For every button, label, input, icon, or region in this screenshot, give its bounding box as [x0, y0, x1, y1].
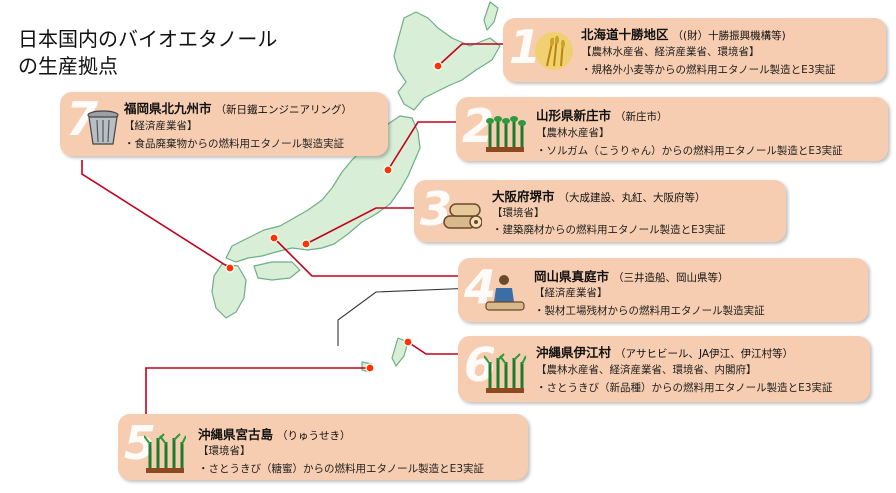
site-dot-1	[433, 61, 443, 71]
kyushu-shape	[211, 263, 247, 319]
site-place: 沖縄県宮古島	[198, 427, 274, 442]
leader-line-7	[81, 160, 231, 269]
site-panel-1: 1 北海道十勝地区（(財）十勝振興機構等) 【農林水産省、経済産業省、環境省】 …	[503, 18, 886, 82]
site-description: ・さとうきび（糖蜜）からの燃料用エタノール製造とE3実証	[198, 463, 484, 475]
site-ministry: 【経済産業省】	[534, 287, 608, 299]
wheat-icon	[535, 32, 573, 70]
site-place: 大阪府堺市	[492, 189, 555, 204]
sakhalin-shape	[483, 1, 499, 31]
site-org: （新日鐵エンジニアリング）	[215, 104, 353, 116]
site-heading: 沖縄県宮古島（りゅうせき）	[198, 424, 351, 443]
hokkaido-shape	[393, 11, 501, 111]
title-line-1: 日本国内のバイオエタノール	[18, 27, 278, 51]
timber-icon	[443, 203, 482, 229]
site-place: 岡山県真庭市	[534, 269, 610, 284]
site-place: 沖縄県伊江村	[536, 345, 612, 360]
site-dot-3	[301, 239, 311, 249]
site-description: ・さとうきび（新品種）からの燃料用エタノール製造とE3実証	[536, 382, 833, 394]
site-org: （(財）十勝振興機構等)	[672, 30, 786, 42]
sawmill-icon	[485, 275, 525, 311]
site-org: （りゅうせき）	[277, 430, 351, 442]
site-org: （大成建設、丸紅、大阪府等）	[558, 192, 706, 204]
site-ministry: 【農林水産省、経済産業省、環境省、内閣府】	[536, 364, 757, 376]
sorghum-icon	[486, 116, 526, 152]
leader-line-6	[407, 341, 458, 355]
site-panel-4: 4 岡山県真庭市（三井造船、岡山県等） 【経済産業省】 ・製材工場残材からの燃料…	[458, 258, 868, 322]
leader-line-4	[273, 237, 458, 277]
site-ministry: 【環境省】	[492, 207, 545, 219]
site-org: （新庄市）	[615, 111, 668, 123]
site-description: ・建築廃材からの燃料用エタノール製造とE3実証	[492, 224, 726, 236]
site-heading: 大阪府堺市（大成建設、丸紅、大阪府等）	[492, 186, 706, 205]
site-heading: 北海道十勝地区（(財）十勝振興機構等)	[581, 24, 786, 43]
site-ministry: 【農林水産省】	[536, 127, 610, 139]
site-place: 北海道十勝地区	[581, 27, 669, 42]
site-panel-2: 2 山形県新庄市（新庄市） 【農林水産省】 ・ソルガム（こうりゃん）からの燃料用…	[456, 97, 888, 161]
site-dot-7	[225, 263, 235, 273]
site-ministry: 【経済産業省】	[124, 120, 198, 132]
trash-can-icon	[87, 110, 119, 145]
site-heading: 岡山県真庭市（三井造船、岡山県等）	[534, 266, 729, 285]
site-dot-4	[269, 233, 279, 243]
leader-line-1	[437, 43, 506, 67]
site-org: （アサヒビール、JA伊江、伊江村等）	[615, 348, 794, 360]
site-ministry: 【環境省】	[198, 445, 251, 457]
leader-line-3	[305, 207, 414, 245]
site-description: ・製材工場残材からの燃料用エタノール製造実証	[534, 305, 765, 317]
site-dot-6	[403, 337, 413, 347]
site-dot-5	[365, 363, 375, 373]
site-place: 福岡県北九州市	[124, 101, 212, 116]
site-heading: 山形県新庄市（新庄市）	[536, 105, 668, 124]
inset-separator	[337, 287, 475, 346]
sugarcane-icon	[144, 433, 186, 473]
site-heading: 福岡県北九州市（新日鐵エンジニアリング）	[124, 98, 352, 117]
site-panel-3: 3 大阪府堺市（大成建設、丸紅、大阪府等） 【環境省】 ・建築廃材からの燃料用エ…	[414, 180, 786, 242]
title-line-2: の生産拠点	[18, 54, 118, 78]
leader-line-2	[387, 121, 458, 171]
shikoku-shape	[253, 261, 301, 281]
sugarcane-icon	[484, 353, 526, 393]
site-panel-5: 5 沖縄県宮古島（りゅうせき） 【環境省】 ・さとうきび（糖蜜）からの燃料用エタ…	[118, 414, 528, 480]
site-org: （三井造船、岡山県等）	[613, 272, 729, 284]
site-dot-2	[383, 165, 393, 175]
site-panel-6: 6 沖縄県伊江村（アサヒビール、JA伊江、伊江村等） 【農林水産省、経済産業省、…	[458, 336, 870, 402]
site-ministry: 【農林水産省、経済産業省、環境省】	[581, 46, 760, 58]
page-title: 日本国内のバイオエタノール の生産拠点	[18, 26, 277, 80]
site-description: ・食品廃棄物からの燃料用エタノール製造実証	[124, 138, 345, 150]
site-description: ・ソルガム（こうりゃん）からの燃料用エタノール製造とE3実証	[536, 145, 843, 157]
site-heading: 沖縄県伊江村（アサヒビール、JA伊江、伊江村等）	[536, 342, 793, 361]
site-place: 山形県新庄市	[536, 108, 612, 123]
site-description: ・規格外小麦等からの燃料用エタノール製造とE3実証	[581, 64, 836, 76]
site-panel-7: 7 福岡県北九州市（新日鐵エンジニアリング） 【経済産業省】 ・食品廃棄物からの…	[60, 92, 388, 156]
leader-line-5	[145, 367, 370, 416]
